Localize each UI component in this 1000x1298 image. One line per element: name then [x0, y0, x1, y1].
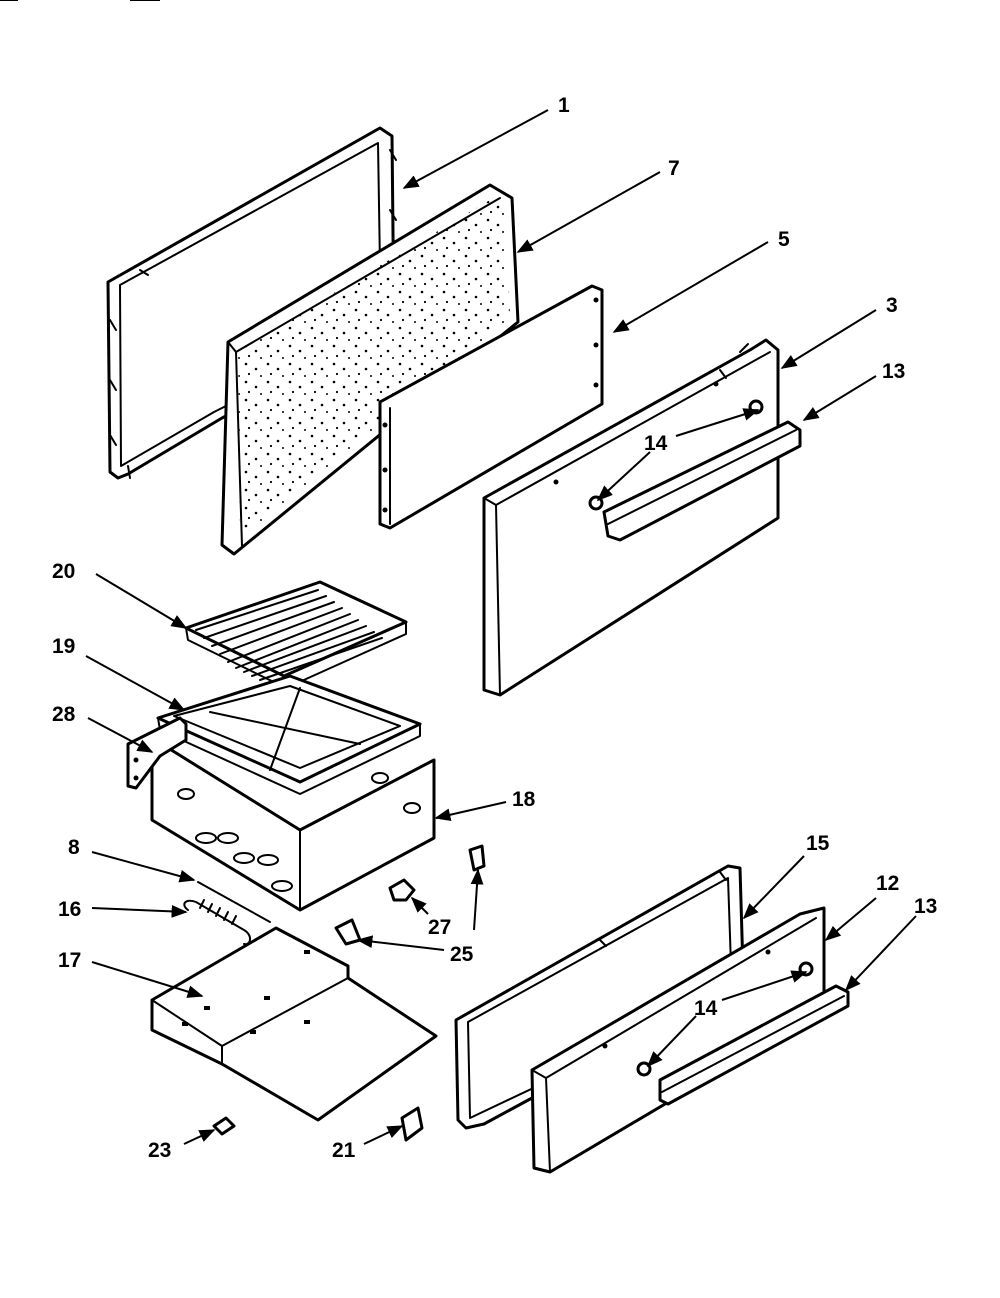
- callout-labels: 1 7 5 3 13 14 20 19 28 18 8 16 17 27 25 …: [52, 94, 937, 1162]
- callout-1: 1: [558, 94, 570, 117]
- callout-19: 19: [52, 635, 75, 658]
- pin: [197, 881, 271, 923]
- callout-14-lower: 14: [694, 997, 718, 1020]
- callout-5: 5: [778, 228, 790, 251]
- callout-18: 18: [512, 788, 536, 811]
- callout-14-upper: 14: [644, 432, 668, 455]
- spring: [183, 899, 251, 946]
- callout-20: 20: [52, 560, 75, 583]
- inner-panel: [378, 284, 604, 530]
- callout-16: 16: [58, 898, 81, 921]
- callout-15: 15: [806, 832, 830, 855]
- broiler-drawer-body: [150, 736, 436, 912]
- stop-bracket: [468, 844, 486, 872]
- callout-17: 17: [58, 949, 81, 972]
- callout-23: 23: [148, 1139, 171, 1162]
- clip: [388, 878, 416, 902]
- handle-screws-lower: [602, 949, 814, 1077]
- callout-28: 28: [52, 703, 76, 726]
- broiler-grid: [184, 580, 408, 689]
- broiler-pan: [156, 674, 422, 795]
- callout-13-upper: 13: [882, 360, 905, 383]
- side-bracket: [126, 716, 188, 790]
- callout-12: 12: [876, 872, 899, 895]
- callout-25: 25: [450, 943, 474, 966]
- door-handle-lower: [658, 984, 850, 1106]
- bumper: [212, 1116, 236, 1136]
- callout-8: 8: [68, 836, 80, 859]
- callout-21: 21: [332, 1139, 356, 1162]
- callout-27: 27: [428, 916, 451, 939]
- slide-plate: [150, 926, 438, 1122]
- stop-block: [334, 918, 362, 946]
- callout-3: 3: [886, 294, 898, 317]
- callout-7: 7: [668, 157, 680, 180]
- insulation-blanket: [220, 183, 520, 556]
- leader-lines: [85, 109, 917, 1145]
- fastener: [400, 1106, 424, 1142]
- callout-13-lower: 13: [914, 895, 937, 918]
- door-handle-upper: [602, 420, 802, 542]
